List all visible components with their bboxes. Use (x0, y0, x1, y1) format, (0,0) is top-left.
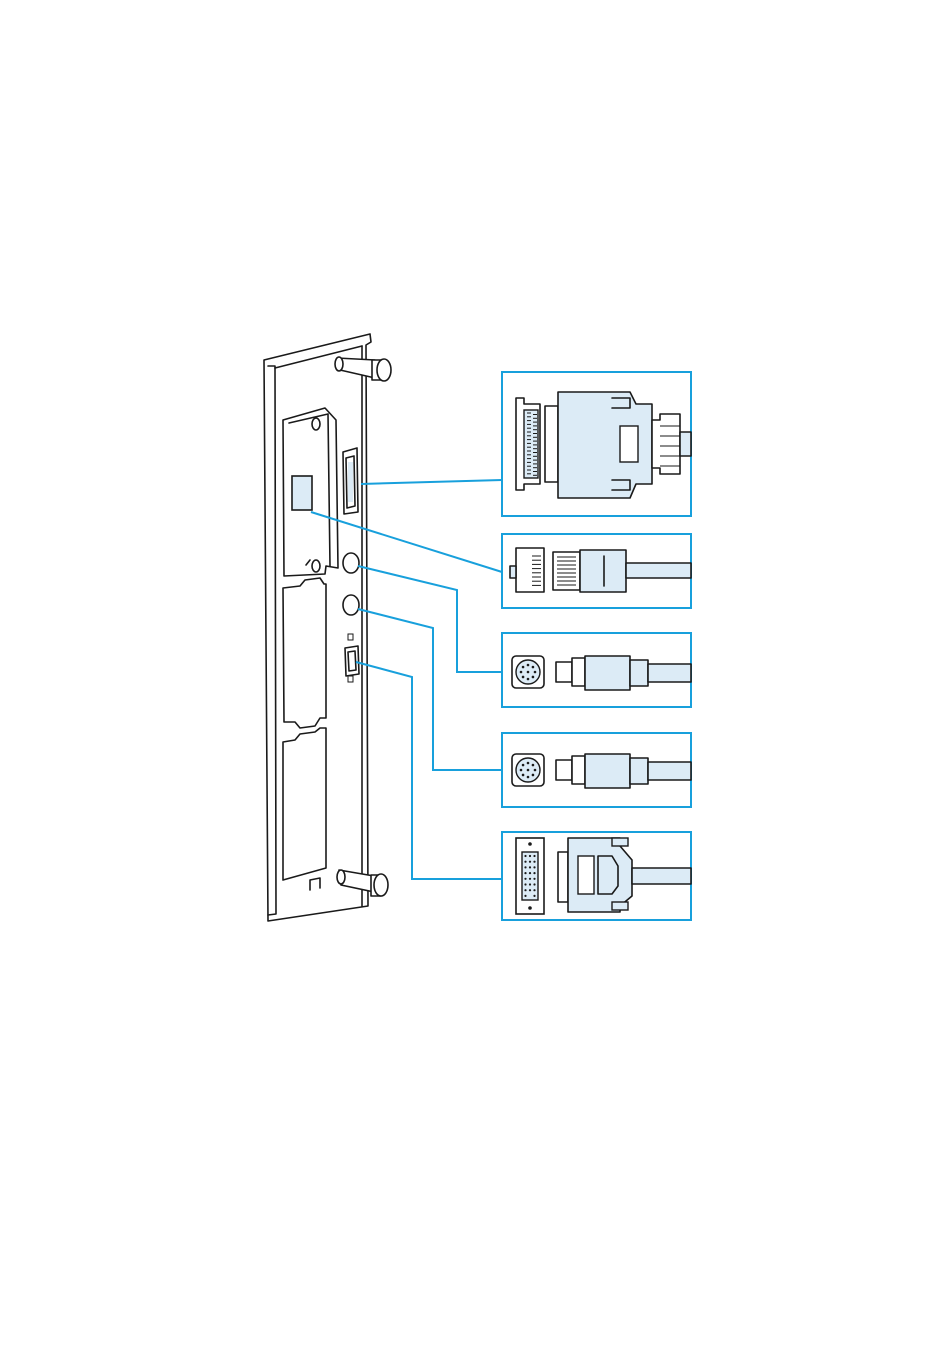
parallel-connector-icon (516, 398, 540, 490)
panel-parallel-port-icon (343, 448, 358, 514)
connector-pin (529, 889, 531, 891)
connector-pin (520, 671, 523, 674)
connector-pin (529, 883, 531, 885)
connector-pin (527, 762, 530, 765)
connector-pin (529, 855, 531, 857)
connector-pin (522, 774, 525, 777)
connector-pin (534, 671, 537, 674)
mini-din-jack-icon (512, 754, 544, 786)
connector-pin (524, 866, 526, 868)
connector-pin (532, 676, 535, 679)
connector-pin (532, 764, 535, 767)
callout-line-mini-din-1 (358, 566, 502, 672)
panel-mini-din-port-1-icon (343, 553, 359, 573)
connector-pin (529, 861, 531, 863)
connector-pin (533, 855, 535, 857)
connector-pin (520, 769, 523, 772)
connector-pin (524, 861, 526, 863)
connector-pin (524, 889, 526, 891)
connector-pin (533, 883, 535, 885)
connector-pin (533, 872, 535, 874)
connector-pin (527, 671, 530, 674)
connector-panel-serial (502, 832, 691, 920)
connector-pin (533, 895, 535, 897)
callout-line-mini-din-2 (358, 609, 502, 770)
connector-pin (532, 666, 535, 669)
connector-pin (524, 872, 526, 874)
connector-pin (524, 855, 526, 857)
connector-pin (534, 769, 537, 772)
connector-pin (524, 895, 526, 897)
connector-panel-mini-din-2 (502, 733, 691, 807)
connector-pin (527, 769, 530, 772)
connector-pin (524, 878, 526, 880)
connector-panel-network (502, 534, 691, 608)
connector-pin (533, 866, 535, 868)
connector-pin (522, 676, 525, 679)
connector-panel-parallel (502, 372, 691, 516)
connector-pin (527, 664, 530, 667)
connector-pin (533, 861, 535, 863)
connector-pin (532, 774, 535, 777)
connector-pin (533, 878, 535, 880)
connector-pin (533, 889, 535, 891)
connector-pin (522, 764, 525, 767)
printer-back-panel (264, 334, 391, 921)
connector-pin (529, 872, 531, 874)
connector-pin (529, 878, 531, 880)
connector-panel-mini-din-1 (502, 633, 691, 707)
connector-pin (527, 776, 530, 779)
connector-pin (529, 866, 531, 868)
mini-din-jack-icon (512, 656, 544, 688)
network-card-bracket (283, 408, 338, 576)
network-port-icon (292, 476, 312, 510)
panel-mini-din-port-2-icon (343, 595, 359, 615)
connector-pin (524, 883, 526, 885)
db-serial-jack-icon (516, 838, 544, 914)
connector-pin (522, 666, 525, 669)
callout-line-parallel (361, 480, 502, 484)
connector-pin (527, 678, 530, 681)
